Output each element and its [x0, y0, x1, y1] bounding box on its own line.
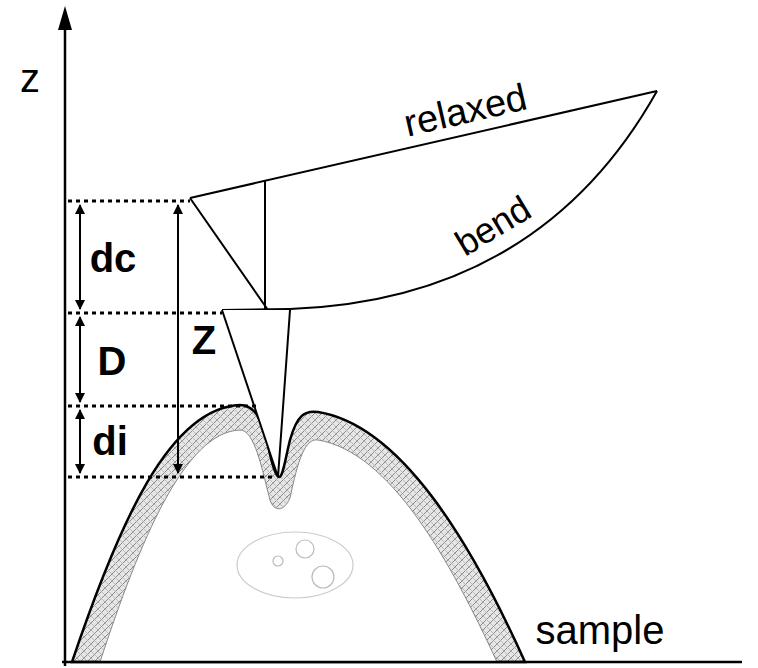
baseline [62, 661, 742, 664]
dimension-label: Z [192, 320, 216, 360]
bent-tip [222, 310, 290, 477]
cell-vesicle [312, 566, 334, 588]
state-label: relaxed [400, 77, 530, 142]
z-axis [64, 26, 67, 666]
sample-core [100, 430, 497, 662]
cell-inclusion [237, 532, 353, 598]
dimension-label: dc [90, 238, 137, 278]
sample-surface-layer [72, 405, 525, 662]
state-label: bend [449, 190, 536, 262]
reference-lines [68, 201, 276, 477]
cell-vesicle [273, 556, 283, 566]
relaxed-tip [190, 181, 268, 310]
sample-label: sample [536, 610, 665, 650]
dimension-arrows [80, 205, 178, 473]
dimension-label: di [92, 421, 128, 461]
axis-label: z [20, 58, 40, 98]
dimension-label: D [98, 341, 127, 381]
cell-vesicle [296, 540, 314, 558]
z-axis-arrowhead [58, 6, 72, 30]
